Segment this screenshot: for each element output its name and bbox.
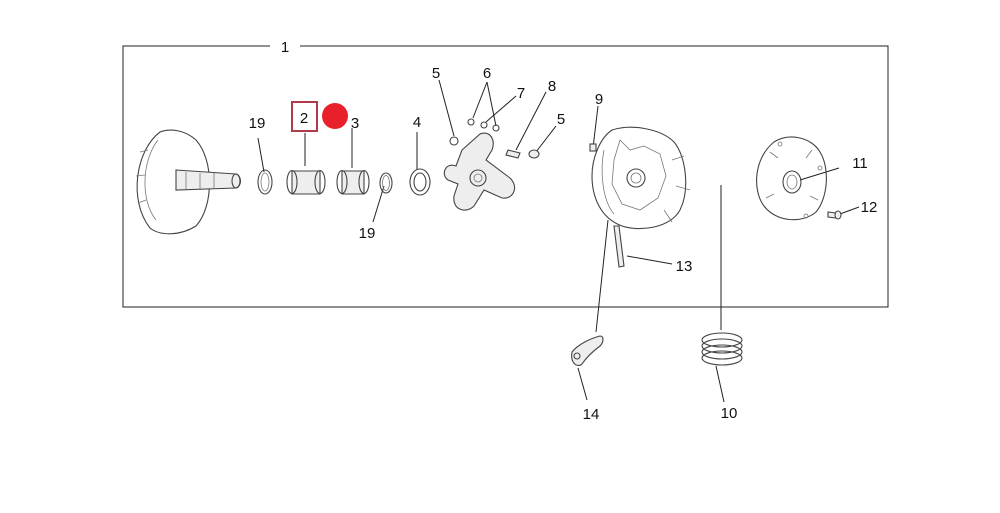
leader-lines — [257, 79, 860, 403]
clutch-housing-part — [591, 126, 691, 230]
callout-7[interactable]: 7 — [517, 85, 525, 102]
primary-sheave-part — [135, 129, 242, 235]
callout-3[interactable]: 3 — [351, 115, 359, 132]
callout-1[interactable]: 1 — [281, 39, 289, 56]
callout-11[interactable]: 11 — [852, 155, 868, 172]
callout-2[interactable]: 2 — [300, 110, 308, 127]
selected-callout-box[interactable] — [291, 101, 318, 132]
screw-part — [589, 143, 597, 152]
callout-9[interactable]: 9 — [595, 91, 603, 108]
callout-10[interactable]: 10 — [721, 405, 738, 422]
callout-8[interactable]: 8 — [548, 78, 556, 95]
callout-5-lower[interactable]: 5 — [557, 111, 565, 128]
assembly-frame — [122, 45, 889, 308]
spider-part — [443, 118, 516, 211]
pin-part — [505, 149, 521, 159]
bushing-flanged-part — [336, 169, 370, 195]
cover-part — [756, 136, 827, 221]
roller-part — [528, 149, 540, 159]
callout-12[interactable]: 12 — [861, 199, 878, 216]
selected-callout-highlight — [291, 101, 348, 132]
bushing-part — [286, 169, 326, 195]
callout-6[interactable]: 6 — [483, 65, 491, 82]
selected-part-marker — [322, 103, 348, 129]
clutch-weight-part — [571, 335, 604, 367]
callout-13[interactable]: 13 — [676, 258, 693, 275]
callout-4[interactable]: 4 — [413, 114, 421, 131]
callout-19-lower[interactable]: 19 — [359, 225, 376, 242]
callout-14[interactable]: 14 — [583, 406, 600, 423]
callout-5-upper[interactable]: 5 — [432, 65, 440, 82]
shaft-pin-part — [613, 225, 625, 268]
callout-19-upper[interactable]: 19 — [249, 115, 266, 132]
snap-ring-left-part — [257, 169, 273, 195]
seal-part — [409, 168, 431, 196]
snap-ring-right-part — [379, 172, 393, 194]
callout-labels: 1 2 3 4 5 5 6 7 8 9 10 11 12 13 14 19 19 — [249, 39, 878, 423]
bolt-part — [827, 210, 842, 220]
spring-part — [701, 332, 743, 366]
